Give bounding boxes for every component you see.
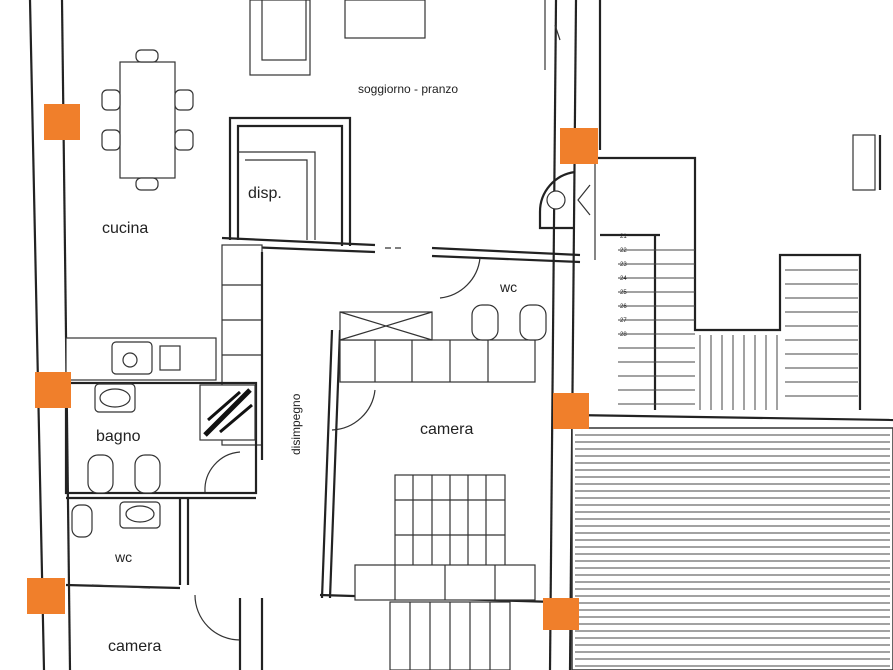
bed-camera-main (354, 474, 536, 601)
door-wc-top (439, 257, 481, 299)
terrace-edge (571, 413, 893, 422)
stair-number-26: 26 (620, 304, 627, 310)
stair-number-21: 21 (620, 234, 627, 240)
stair-number-25: 25 (620, 290, 627, 296)
stair-number-27: 27 (620, 318, 627, 324)
pantry-walls (228, 116, 352, 246)
label-soggiorno: soggiorno - pranzo (358, 82, 458, 96)
door-wc-bottom (91, 584, 151, 589)
fireplace (852, 134, 876, 191)
sink-bagno (94, 383, 136, 413)
sink-wc (119, 501, 161, 529)
bathroom-walls (64, 381, 258, 585)
stair-number-22: 22 (620, 248, 627, 254)
label-camera-main: camera (420, 421, 473, 438)
wardrobe (339, 311, 536, 383)
door-bagno (204, 451, 241, 493)
label-wc-bottom: wc (114, 549, 132, 565)
entrance-niche (538, 160, 596, 260)
bed-lower (389, 601, 511, 670)
staircase (595, 156, 862, 410)
sofa (249, 0, 311, 76)
column-4 (553, 393, 589, 429)
column-5 (27, 578, 65, 614)
wall-kitchen-corridor (221, 236, 581, 264)
column-6 (543, 598, 579, 630)
door-camera-main (331, 389, 376, 431)
column-2 (560, 128, 598, 164)
label-disimpegno: disimpegno (289, 393, 303, 455)
label-wc-top: wc (499, 279, 517, 295)
label-disp: disp. (248, 185, 282, 202)
stair-number-28: 28 (620, 332, 627, 338)
toilet-wc (71, 504, 93, 538)
window-door-living (544, 0, 561, 70)
toilet-wc-top (471, 304, 547, 341)
exterior-wall-left (28, 0, 72, 670)
stair-number-23: 23 (620, 262, 627, 268)
structural-columns (27, 104, 598, 630)
label-cucina: cucina (102, 220, 148, 237)
shower-tray (199, 384, 256, 441)
label-camera-bottom: camera (108, 638, 161, 655)
kitchen-counter (65, 337, 217, 381)
door-camera-bottom (194, 594, 241, 641)
stair-number-24: 24 (620, 276, 627, 282)
toilet-bagno (87, 454, 161, 494)
exterior-wall-center (548, 0, 578, 670)
label-bagno: bagno (96, 428, 141, 445)
column-1 (44, 104, 80, 140)
terrace-roof (571, 427, 893, 670)
column-3 (35, 372, 71, 408)
dining-table (101, 49, 194, 191)
table-living (344, 0, 426, 39)
